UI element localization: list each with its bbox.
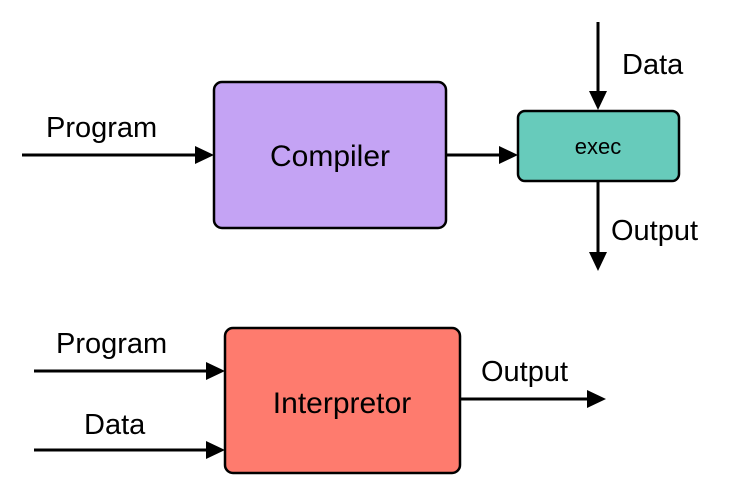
interpreter-flow: Program Data Interpretor Output — [34, 326, 606, 475]
interpreter-program-arrow — [34, 362, 225, 380]
interpreter-output-label: Output — [481, 356, 568, 388]
program-input-label: Program — [46, 112, 157, 144]
exec-output-label: Output — [611, 215, 698, 247]
compiler-label: Compiler — [270, 140, 390, 173]
compiler-box: Compiler — [212, 80, 448, 230]
interpreter-data-label: Data — [84, 409, 146, 441]
data-input-label: Data — [622, 49, 684, 81]
exec-output-arrow — [589, 181, 607, 271]
interpreter-box: Interpretor — [223, 326, 462, 475]
compiler-to-exec-arrow — [446, 146, 518, 164]
interpreter-output-arrow — [460, 390, 606, 408]
exec-box: exec — [516, 109, 681, 183]
interpreter-program-label: Program — [56, 328, 167, 360]
compiler-flow: Program Compiler exec Data Output — [22, 22, 698, 271]
data-input-arrow — [589, 22, 607, 110]
program-input-arrow — [22, 146, 214, 164]
exec-label: exec — [575, 134, 621, 159]
interpreter-label: Interpretor — [273, 387, 411, 420]
interpreter-data-arrow — [34, 441, 225, 459]
